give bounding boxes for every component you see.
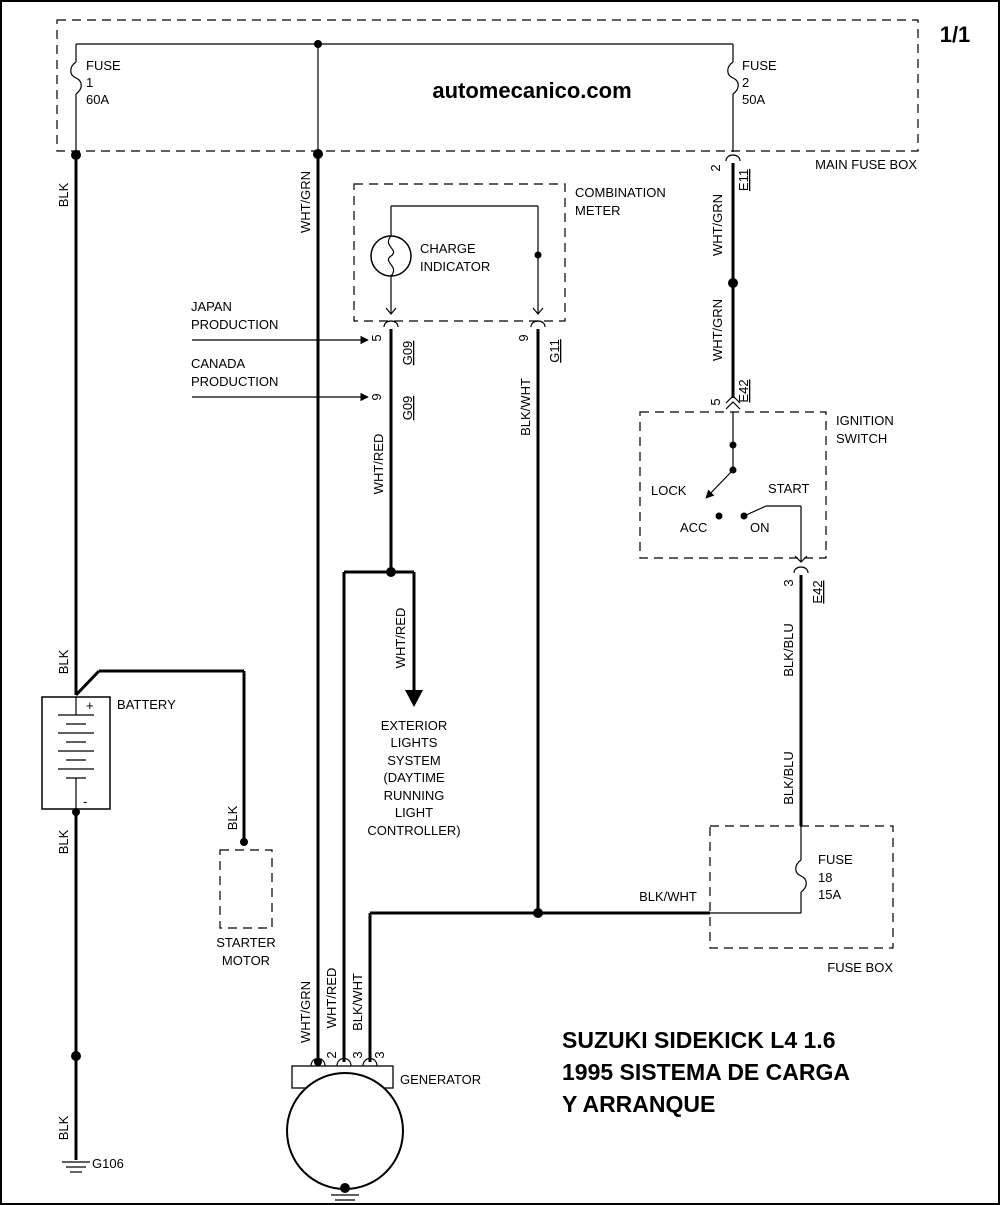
- wire-label-blk-wht-fuse18: BLK/WHT: [639, 889, 697, 904]
- generator: 2 3 3 GENERATOR: [286, 1051, 481, 1205]
- wire-label-blk-blu-lower: BLK/BLU: [781, 751, 796, 804]
- diagram-title: SUZUKI SIDEKICK L4 1.6 1995 SISTEMA DE C…: [562, 1027, 850, 1117]
- fuse-18-rating: 15A: [818, 887, 841, 902]
- starter-motor-line2: MOTOR: [222, 953, 270, 968]
- ground-g106-icon: [62, 1161, 90, 1173]
- battery-circuit: BLK BLK BLK + - BATTERY BLK BLK G106: [41, 150, 248, 1173]
- title-line-3: Y ARRANQUE: [562, 1091, 715, 1117]
- exterior-lights-line-5: RUNNING: [384, 788, 445, 803]
- charge-indicator-line1: CHARGE: [420, 241, 476, 256]
- exterior-lights-line-2: LIGHTS: [391, 735, 438, 750]
- fuse-box-label: FUSE BOX: [827, 960, 893, 975]
- title-line-2: 1995 SISTEMA DE CARGA: [562, 1059, 850, 1085]
- e42-bottom-pin: 3: [781, 579, 796, 586]
- fuse-2-number: 2: [742, 75, 749, 90]
- exterior-lights-line-7: CONTROLLER): [367, 823, 460, 838]
- wire-label-blk-ground: BLK: [56, 1115, 71, 1140]
- ignition-feed-circuit: 2 E11 WHT/GRN WHT/GRN 5 E42: [708, 154, 751, 410]
- fuse-1-number: 1: [86, 75, 93, 90]
- e11-pin: 2: [708, 164, 723, 171]
- main-fuse-box: MAIN FUSE BOX FUSE 1 60A FUSE 2 50A: [56, 19, 919, 172]
- title-line-1: SUZUKI SIDEKICK L4 1.6: [562, 1027, 836, 1053]
- exterior-lights-label: EXTERIOR LIGHTS SYSTEM (DAYTIME RUNNING …: [367, 718, 460, 838]
- combination-meter-line1: COMBINATION: [575, 185, 666, 200]
- japan-production-line2: PRODUCTION: [191, 317, 278, 332]
- fuse-2-symbol: [727, 61, 739, 95]
- e11-name: E11: [736, 169, 751, 191]
- wire-label-wht-grn-e11-upper: WHT/GRN: [710, 194, 725, 256]
- fuse-1-rating: 60A: [86, 92, 109, 107]
- ignition-switch-line2: SWITCH: [836, 431, 887, 446]
- charge-indicator-line2: INDICATOR: [420, 259, 490, 274]
- wire-label-blk-batt-bottom: BLK: [56, 829, 71, 854]
- wire-label-blk-batt-top: BLK: [56, 649, 71, 674]
- start-circuit: 3 E42 BLK/BLU BLK/BLU: [781, 566, 825, 826]
- e42-bottom-name: E42: [810, 580, 825, 603]
- wire-label-blk-wht-g11: BLK/WHT: [518, 378, 533, 436]
- gen-wire-label-blk-wht: BLK/WHT: [350, 973, 365, 1031]
- ignition-on-label: ON: [750, 520, 770, 535]
- generator-icon: [286, 1072, 404, 1190]
- fuse-1-word: FUSE: [86, 58, 121, 73]
- exterior-lights-line-6: LIGHT: [395, 805, 433, 820]
- wire-label-wht-red-g09: WHT/RED: [371, 434, 386, 495]
- ignition-acc-label: ACC: [680, 520, 707, 535]
- battery-plus: +: [86, 698, 94, 713]
- fuse-2-rating: 50A: [742, 92, 765, 107]
- generator-pin-3b: 3: [372, 1051, 387, 1058]
- fuse-2-word: FUSE: [742, 58, 777, 73]
- wire-label-wht-grn-e11-lower: WHT/GRN: [710, 299, 725, 361]
- generator-ground-icon: [331, 1194, 359, 1205]
- wire-label-wht-red-ext: WHT/RED: [393, 608, 408, 669]
- gen-wire-label-wht-red: WHT/RED: [324, 968, 339, 1029]
- e42-top-pin: 5: [708, 398, 723, 405]
- ignition-switch: IGNITION SWITCH LOCK ACC ON START: [639, 411, 894, 563]
- ignition-switch-line1: IGNITION: [836, 413, 894, 428]
- wire-label-gen-wht-grn: WHT/GRN: [298, 981, 313, 1043]
- g11-name: G11: [547, 339, 562, 363]
- generator-label: GENERATOR: [400, 1072, 481, 1087]
- fuse-18-number: 18: [818, 870, 832, 885]
- g09-japan-pin: 5: [369, 334, 384, 341]
- fuse-18-symbol: [795, 859, 807, 893]
- ignition-lock-label: LOCK: [651, 483, 687, 498]
- page-number: 1/1: [940, 22, 971, 47]
- fuse-18-word: FUSE: [818, 852, 853, 867]
- battery-minus: -: [83, 794, 87, 809]
- e42-top-name: E42: [736, 379, 751, 402]
- wire-label-wht-grn-main: WHT/GRN: [298, 171, 313, 233]
- starter-motor-line1: STARTER: [216, 935, 275, 950]
- fuse-box: FUSE BOX FUSE 18 15A: [709, 825, 894, 975]
- exterior-lights-line-1: EXTERIOR: [381, 718, 447, 733]
- wire-label-blk-fuse1: BLK: [56, 182, 71, 207]
- g11-pin: 9: [516, 334, 531, 341]
- watermark: automecanico.com: [432, 78, 631, 103]
- exterior-lights-line-3: SYSTEM: [387, 753, 440, 768]
- g09-circuit: 5 G09 9 G09 WHT/RED JAPAN PRODUCTION CAN…: [191, 299, 423, 1062]
- canada-production-line1: CANADA: [191, 356, 246, 371]
- ground-label: G106: [92, 1156, 124, 1171]
- g09-canada-name: G09: [400, 396, 415, 421]
- main-fuse-box-label: MAIN FUSE BOX: [815, 157, 917, 172]
- japan-production-line1: JAPAN: [191, 299, 232, 314]
- wht-grn-circuit: WHT/GRN WHT/GRN: [298, 149, 323, 1062]
- combination-meter: COMBINATION METER CHARGE INDICATOR: [353, 183, 666, 322]
- charge-indicator-lamp-icon: [370, 235, 412, 277]
- starter-motor: STARTER MOTOR: [216, 849, 276, 968]
- ignition-start-label: START: [768, 481, 809, 496]
- generator-pin-2: 2: [324, 1051, 339, 1058]
- wire-label-blk-blu-upper: BLK/BLU: [781, 623, 796, 676]
- g11-circuit: 9 G11 BLK/WHT BLK/WHT BLK/WHT: [350, 320, 710, 1062]
- combination-meter-line2: METER: [575, 203, 621, 218]
- g09-canada-pin: 9: [369, 393, 384, 400]
- generator-pin-3a: 3: [350, 1051, 365, 1058]
- wire-label-blk-starter: BLK: [225, 805, 240, 830]
- exterior-lights-line-4: (DAYTIME: [383, 770, 444, 785]
- fuse-1-symbol: [70, 61, 82, 95]
- canada-production-line2: PRODUCTION: [191, 374, 278, 389]
- g09-japan-name: G09: [400, 341, 415, 366]
- battery-label: BATTERY: [117, 697, 176, 712]
